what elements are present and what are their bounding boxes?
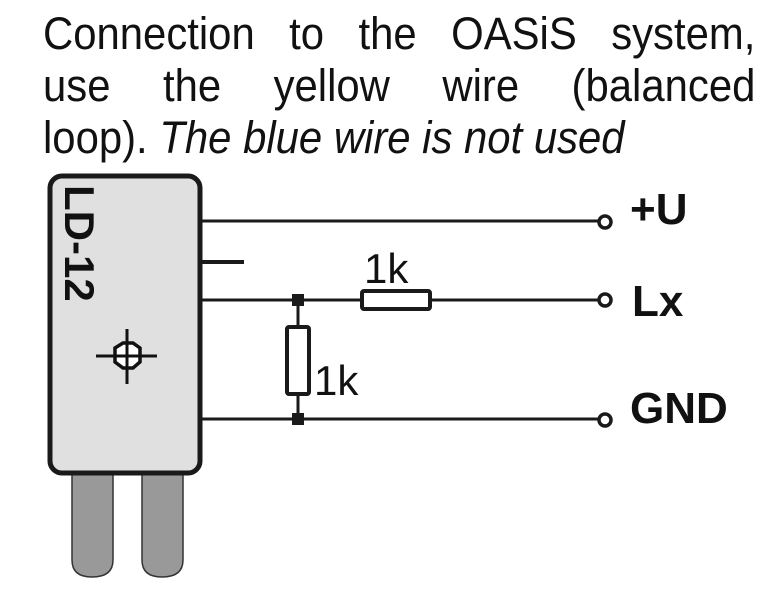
terminal-label-plus-u: +U bbox=[630, 185, 687, 234]
series-resistor-value: 1k bbox=[364, 245, 409, 292]
shunt-resistor-value: 1k bbox=[314, 357, 359, 404]
device-pin-right bbox=[141, 469, 184, 578]
caption-line-3: loop). The blue wire is not used bbox=[43, 112, 755, 164]
shunt-resistor bbox=[285, 325, 311, 396]
caption-line-3-plain: loop). bbox=[43, 112, 160, 163]
device-body bbox=[47, 173, 203, 476]
crosshair-target-icon bbox=[96, 329, 157, 384]
terminal-label-lx: Lx bbox=[632, 277, 684, 326]
junction-dot-lx bbox=[292, 294, 304, 306]
series-resistor bbox=[360, 289, 432, 311]
caption-line-3-italic: The blue wire is not used bbox=[159, 112, 625, 163]
device-pin-left bbox=[71, 469, 114, 578]
device-label: LD-12 bbox=[56, 185, 103, 302]
caption-line-1: Connection to the OASiS system, bbox=[43, 8, 756, 59]
terminal-lx bbox=[597, 292, 613, 308]
terminal-plus-u bbox=[597, 214, 613, 230]
caption-line-2: use the yellow wire (balanced bbox=[43, 60, 756, 111]
junction-dot-gnd bbox=[292, 413, 304, 425]
caption: Connection to the OASiS system, use the … bbox=[43, 8, 755, 164]
terminal-label-gnd: GND bbox=[630, 384, 728, 433]
terminal-gnd bbox=[597, 412, 613, 428]
